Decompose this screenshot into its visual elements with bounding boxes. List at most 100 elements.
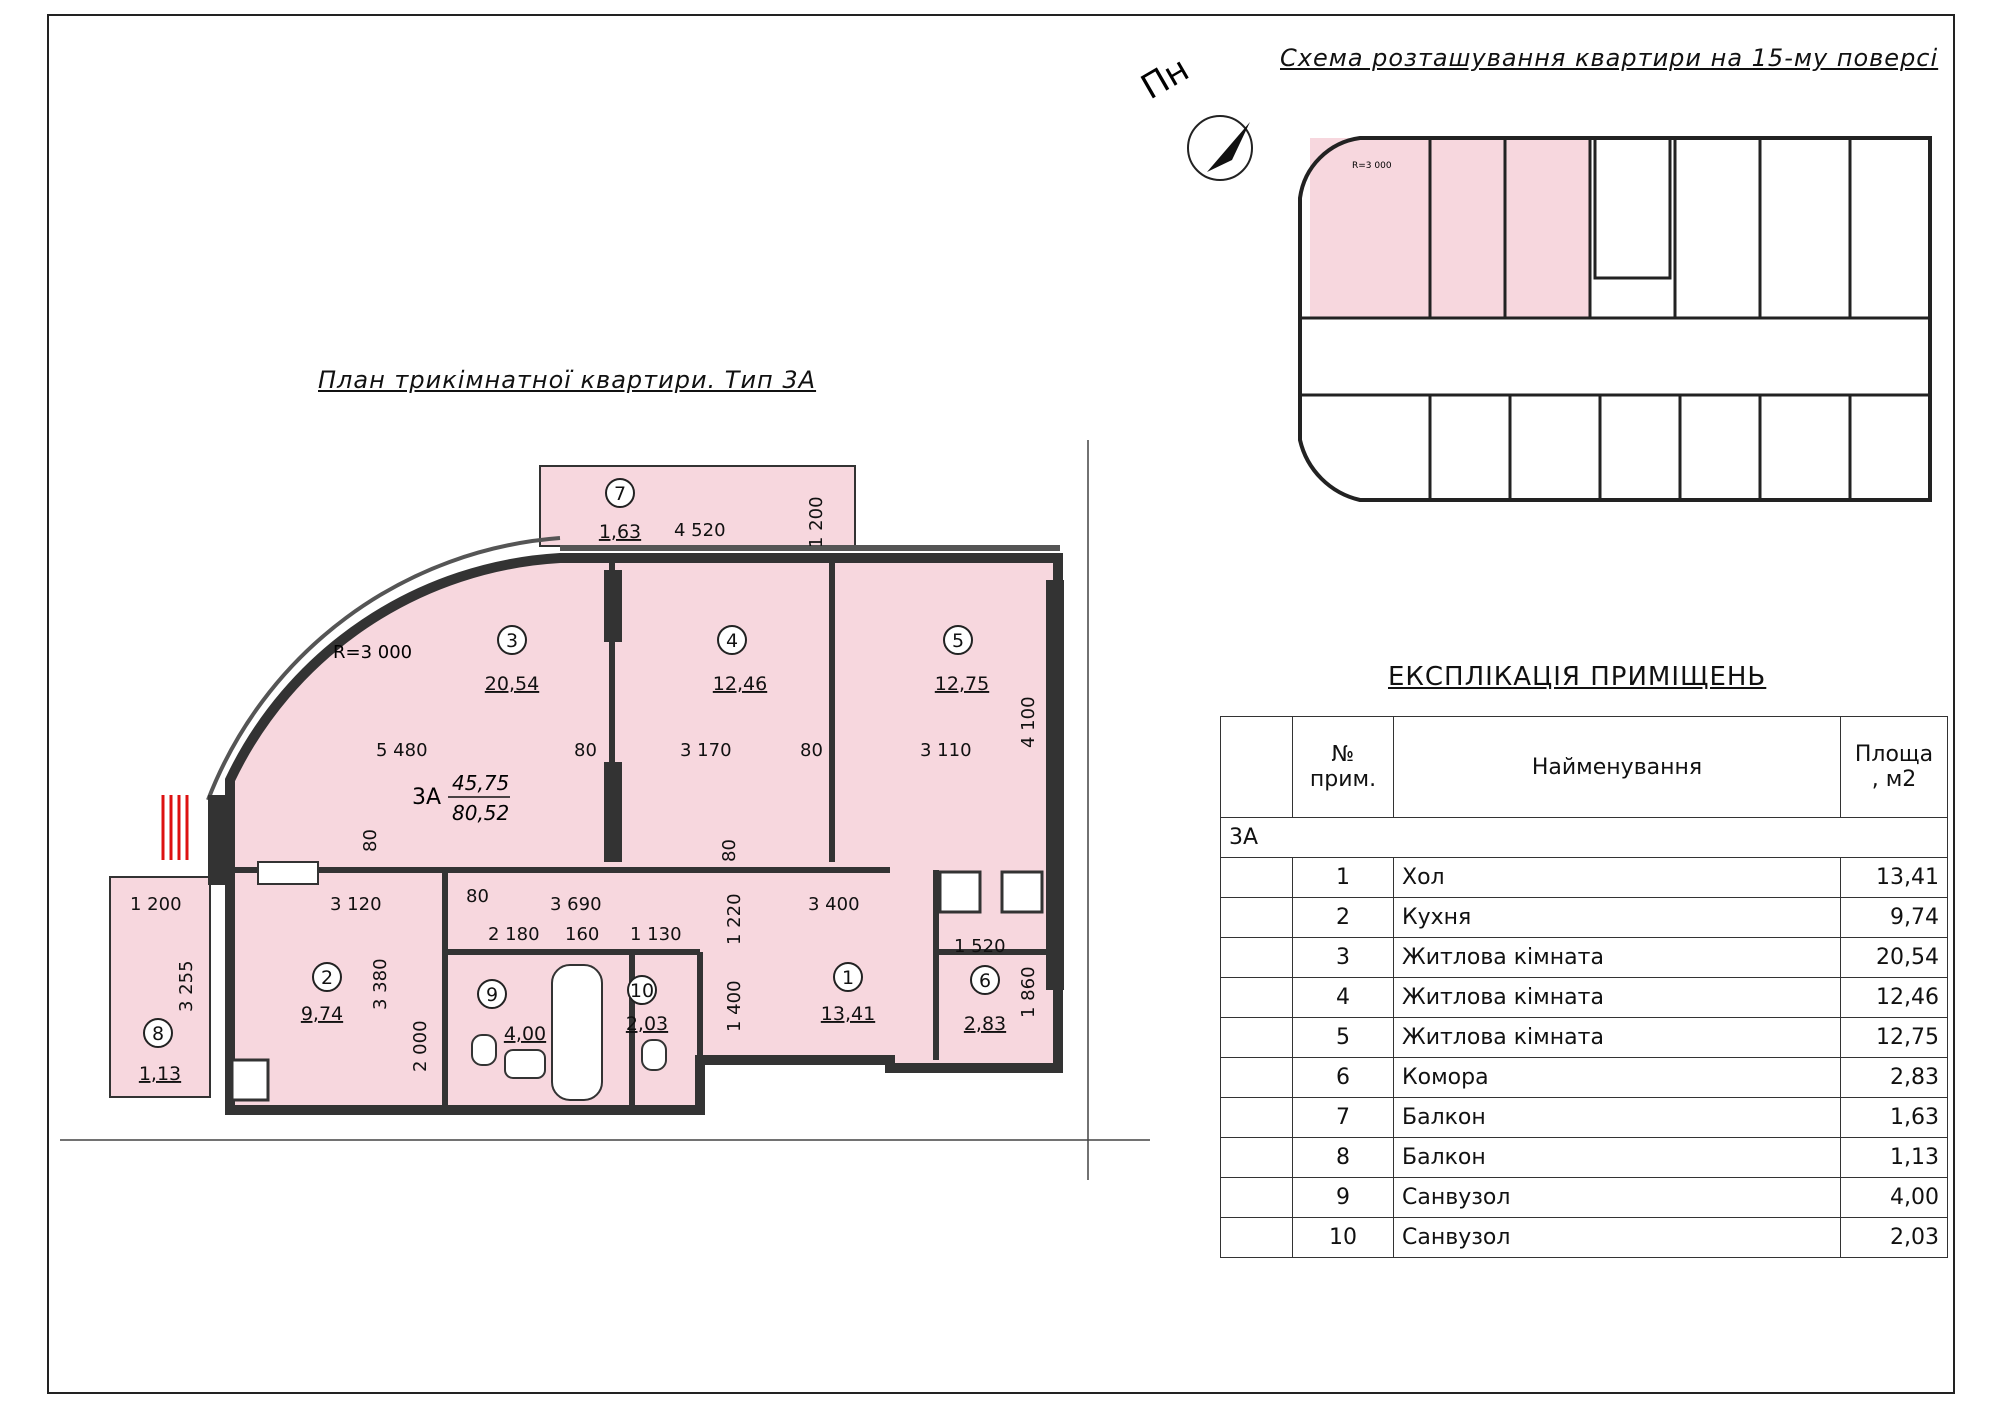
balcony-8 — [109, 876, 211, 1098]
dim-bath9-w: 2 180 — [488, 924, 540, 945]
dim-wall-80: 80 — [800, 740, 823, 761]
row-blank — [1220, 1177, 1293, 1218]
row-blank — [1220, 1017, 1293, 1058]
dim-wall-80: 80 — [360, 829, 381, 852]
north-label: Пн — [1135, 49, 1196, 108]
dim-bath10-w: 1 130 — [630, 924, 682, 945]
room-9-num: 9 — [486, 984, 498, 1006]
apartment-code: 3А — [412, 785, 441, 810]
row-area: 12,46 — [1840, 977, 1948, 1018]
dim-hall-h2: 1 400 — [724, 980, 745, 1032]
explication-title: ЕКСПЛІКАЦІЯ ПРИМІЩЕНЬ — [1388, 662, 1767, 692]
dim-wall-160: 160 — [565, 924, 599, 945]
row-num: 7 — [1292, 1097, 1394, 1138]
row-num: 2 — [1292, 897, 1394, 938]
dim-hall-w: 3 690 — [550, 894, 602, 915]
row-num: 10 — [1292, 1217, 1394, 1258]
plan-title: План трикімнатної квартири. Тип 3А — [318, 366, 817, 394]
dim-room3-w: 5 480 — [376, 740, 428, 761]
dim-hall-h1: 1 220 — [724, 893, 745, 945]
row-name: Комора — [1393, 1057, 1841, 1098]
dim-wall-80: 80 — [574, 740, 597, 761]
dimension-labels: 4 520 1 200 5 480 80 3 170 80 3 110 4 10… — [130, 496, 1039, 1072]
row-blank — [1220, 1097, 1293, 1138]
dim-room5-h: 4 100 — [1018, 696, 1039, 748]
toilet-9 — [471, 1034, 497, 1066]
room-2-num: 2 — [321, 967, 333, 989]
dim-balcony8-h: 3 255 — [176, 960, 197, 1012]
room-4-num: 4 — [726, 630, 738, 652]
apartment-total-area: 80,52 — [452, 801, 509, 825]
sink-9 — [504, 1049, 546, 1079]
row-area: 9,74 — [1840, 897, 1948, 938]
header-num: № прим. — [1292, 716, 1394, 818]
row-name: Балкон — [1393, 1097, 1841, 1138]
balcony-7 — [539, 465, 856, 547]
toilet-10 — [641, 1039, 667, 1071]
bathtub — [551, 964, 603, 1101]
row-blank — [1220, 937, 1293, 978]
column — [208, 795, 230, 885]
row-area: 13,41 — [1840, 857, 1948, 898]
row-blank — [1220, 977, 1293, 1018]
room-2-area: 9,74 — [301, 1003, 343, 1025]
scheme-stair — [1593, 136, 1672, 280]
row-name: Санвузол — [1393, 1177, 1841, 1218]
row-num: 8 — [1292, 1137, 1394, 1178]
room-8-num: 8 — [152, 1023, 164, 1045]
table-header-row: № прим. Найменування Площа , м2 — [1220, 716, 1948, 818]
table-group-row: 3А — [1220, 817, 1948, 858]
row-area: 2,03 — [1840, 1217, 1948, 1258]
scheme-radius-label: R=3 000 — [1352, 161, 1392, 171]
dim-wall-80: 80 — [466, 886, 489, 907]
row-num: 1 — [1292, 857, 1394, 898]
dim-room5-w: 3 110 — [920, 740, 972, 761]
dim-room4-w: 3 170 — [680, 740, 732, 761]
outer-curve-wall — [206, 536, 561, 801]
row-area: 20,54 — [1840, 937, 1948, 978]
north-arrow-icon — [1207, 122, 1250, 172]
row-name: Житлова кімната — [1393, 937, 1841, 978]
room-10-num: 10 — [630, 980, 654, 1002]
row-name: Житлова кімната — [1393, 1017, 1841, 1058]
header-name: Найменування — [1393, 716, 1841, 818]
dim-balcony8-w: 1 200 — [130, 894, 182, 915]
room-7-area: 1,63 — [599, 521, 641, 543]
row-area: 2,83 — [1840, 1057, 1948, 1098]
row-area: 1,13 — [1840, 1137, 1948, 1178]
dim-wall-80: 80 — [719, 839, 740, 862]
apartment-living-area: 45,75 — [452, 771, 509, 795]
radius-label: R=3 000 — [333, 642, 412, 663]
row-num: 4 — [1292, 977, 1394, 1018]
room-10-area: 2,03 — [626, 1013, 668, 1035]
row-blank — [1220, 1057, 1293, 1098]
room-5-num: 5 — [952, 630, 964, 652]
row-num: 9 — [1292, 1177, 1394, 1218]
dim-store-w: 1 520 — [954, 936, 1006, 957]
dim-kitchen-h2: 2 000 — [410, 1020, 431, 1072]
row-name: Хол — [1393, 857, 1841, 898]
room-7-num: 7 — [614, 483, 626, 505]
row-area: 4,00 — [1840, 1177, 1948, 1218]
row-num: 6 — [1292, 1057, 1394, 1098]
room-4-area: 12,46 — [713, 673, 767, 695]
north-arrow-circle — [1187, 115, 1253, 181]
row-name: Кухня — [1393, 897, 1841, 938]
location-scheme: Пн R=3 000 — [1135, 49, 1932, 502]
row-num: 5 — [1292, 1017, 1394, 1058]
group-label: 3А — [1220, 817, 1948, 858]
dim-balcony7-len: 4 520 — [674, 520, 726, 541]
room-markers — [143, 478, 1000, 1048]
room-1-area: 13,41 — [821, 1003, 875, 1025]
header-area: Площа , м2 — [1840, 716, 1948, 818]
row-name: Житлова кімната — [1393, 977, 1841, 1018]
row-blank — [1220, 897, 1293, 938]
